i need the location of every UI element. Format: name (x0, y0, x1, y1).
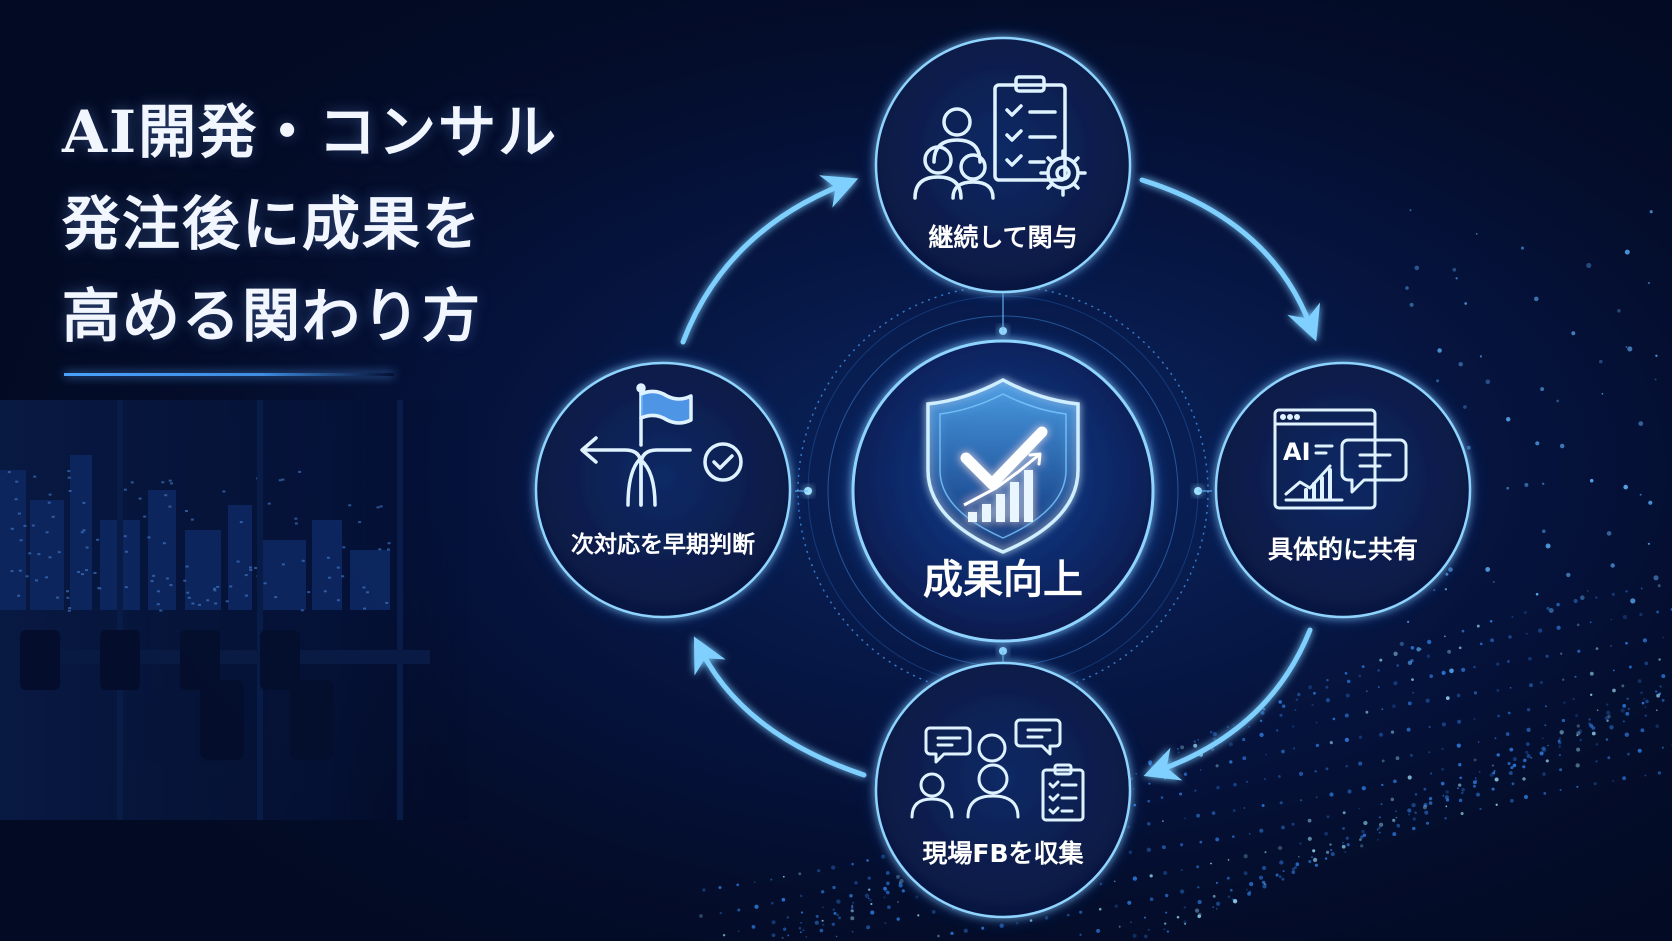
step-label-bottom: 現場FBを収集 (922, 839, 1084, 868)
center-node: 成果向上 (848, 336, 1158, 646)
step-node-right: AI 具体的に共有 (1213, 360, 1473, 620)
icon-ai-text: AI (1283, 438, 1311, 466)
shield-check-growth-icon (926, 378, 1080, 554)
arrow-left-to-top (680, 175, 859, 345)
step-node-left: 次対応を早期判断 (533, 360, 793, 620)
step-label-top: 継続して関与 (928, 223, 1077, 252)
arrow-bottom-to-left (693, 636, 867, 778)
headline: AI開発・コンサル 発注後に成果を 高める関わり方 (62, 86, 622, 362)
team-checklist-gear-icon (913, 75, 1087, 200)
center-label: 成果向上 (923, 557, 1083, 603)
arrow-top-to-right (1139, 177, 1321, 342)
headline-line-3: 高める関わり方 (62, 282, 483, 350)
office-backdrop (0, 400, 470, 820)
headline-line-2: 発注後に成果を (62, 190, 483, 258)
headline-underline (64, 373, 394, 376)
step-node-bottom: 現場FBを収集 (873, 660, 1133, 920)
arrow-right-to-bottom (1143, 627, 1313, 781)
step-label-right: 具体的に共有 (1268, 535, 1418, 564)
people-feedback-clipboard-icon (910, 718, 1085, 822)
ai-report-chat-icon (1273, 408, 1408, 510)
step-label-left: 次対応を早期判断 (571, 531, 755, 558)
headline-line-1: AI開発・コンサル (62, 98, 559, 166)
step-node-top: 継続して関与 (873, 35, 1133, 295)
signpost-flag-check-icon (580, 383, 743, 507)
cycle-arrows (680, 175, 1321, 781)
